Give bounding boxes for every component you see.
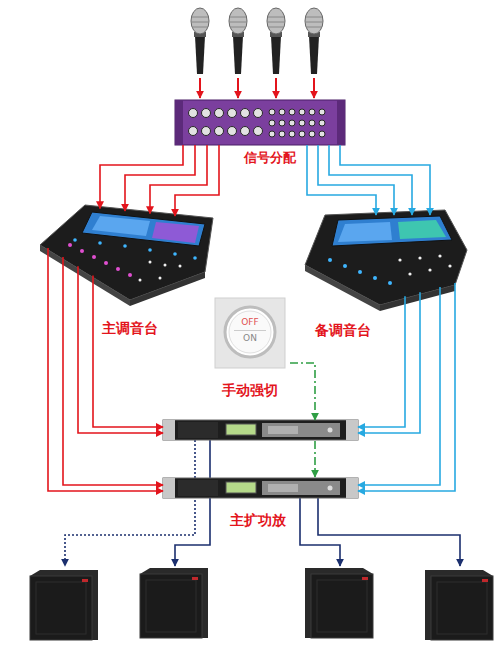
node-label: 信号分配 [244, 150, 296, 166]
signal-line [358, 283, 455, 491]
switch-link [314, 441, 316, 477]
mixing-console [305, 210, 467, 311]
amplifier-node: 主扩功放 [163, 420, 358, 530]
speaker-wire [65, 440, 460, 566]
signal-line [329, 145, 412, 215]
splitter-rack [175, 100, 345, 145]
signal-line [318, 145, 394, 215]
console-node: 备调音台 [295, 205, 470, 340]
signal-line [93, 275, 163, 427]
signal-line [63, 257, 163, 485]
node-label: 主调音台 [102, 320, 158, 336]
microphone [191, 8, 323, 98]
signal-line [358, 296, 405, 427]
signal-connector [307, 145, 430, 215]
mixing-console [40, 205, 213, 306]
switch-node: OFF ON 手动强切 [210, 295, 290, 407]
signal-line [100, 145, 183, 209]
switch-state: OFF [241, 317, 258, 328]
signal-line [340, 145, 430, 215]
switch-state: ON [243, 333, 257, 344]
node-label: 主扩功放 [230, 512, 286, 528]
signal-connector [100, 145, 219, 216]
node-label: 备调音台 [315, 322, 371, 338]
splitter-node: 信号分配 [175, 100, 345, 168]
signal-line [307, 145, 376, 215]
signal-line [125, 145, 195, 211]
switch-button [215, 298, 285, 368]
signal-connector [290, 363, 315, 420]
signal-connector [48, 248, 163, 491]
signal-line [48, 248, 163, 491]
signal-connector [358, 283, 455, 491]
console-node: 主调音台 [35, 200, 215, 340]
signal-line [358, 292, 420, 433]
signal-line [175, 145, 219, 216]
node-label: 手动强切 [222, 382, 278, 398]
signal-line [78, 266, 163, 433]
speaker-cabinet [30, 568, 493, 640]
signal-line [290, 363, 315, 420]
signal-line [358, 287, 440, 485]
power-amplifier [163, 420, 358, 498]
signal-line [150, 145, 207, 214]
